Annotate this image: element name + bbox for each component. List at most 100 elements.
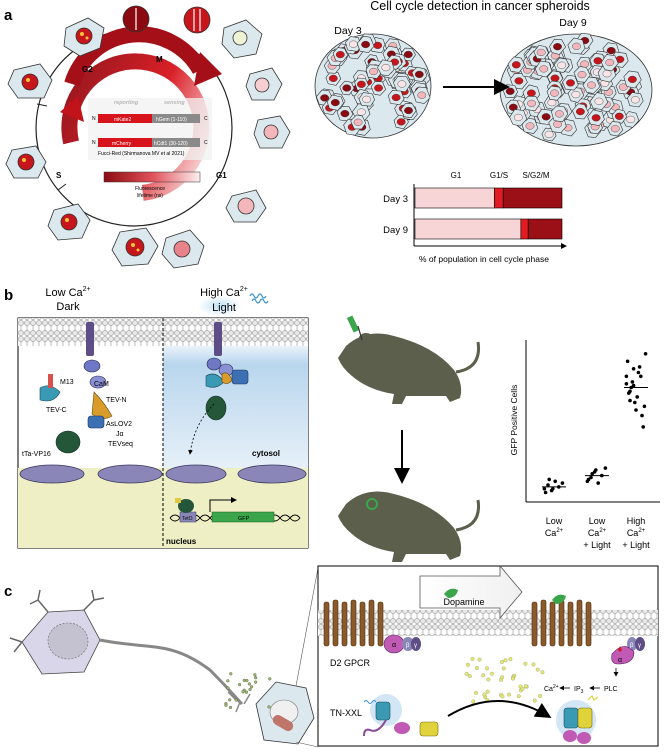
label-cytosol: cytosol: [252, 449, 280, 458]
cell-bottom-1: [161, 229, 205, 269]
scatter-category-0-line1: Low: [546, 516, 563, 526]
c-terminus-1: C: [204, 116, 208, 122]
inset-labels: D2 GPCR α β γ α β γ Ca2+ IP3 PLC TN-XXL: [330, 642, 641, 718]
cell-s-1: [47, 203, 91, 241]
g-gamma-label-left: γ: [414, 643, 417, 649]
zoom-line-bottom: [295, 741, 319, 748]
label-tevn: TEV-N: [106, 397, 127, 404]
scatter-category-1-line1: Low: [589, 516, 606, 526]
label-tta: tTa-VP16: [22, 451, 51, 458]
hcdt-box: [152, 138, 200, 147]
scatter-category-2-line2: Ca2+: [627, 528, 646, 538]
bar-1-2: [527, 218, 563, 240]
n-terminus-2: N: [92, 140, 96, 146]
scatter-points: [542, 352, 648, 495]
mouse-top: [338, 315, 481, 404]
zoom-line-top: [295, 567, 319, 687]
c-terminus-2: C: [204, 140, 208, 146]
g-gamma-label-right: γ: [638, 643, 641, 649]
g-alpha-label-left: α: [392, 642, 396, 649]
dopamine-molecule: [444, 588, 458, 598]
scatter-point-2-12: [627, 391, 631, 395]
scatter-point-0-7: [547, 477, 551, 482]
scatter-point-0-3: [553, 479, 557, 484]
spheroid-day3-label: Day 3: [334, 25, 362, 37]
label-teto: TetO: [182, 516, 193, 522]
scatter-point-1-8: [594, 468, 598, 472]
colorbar-label-1: Fluorescence: [135, 186, 165, 192]
cell-g1-4: [225, 189, 267, 223]
scatter-point-2-3: [635, 395, 639, 399]
label-m13: M13: [60, 379, 74, 386]
phase-m: M: [156, 55, 163, 64]
cell-m-2: [183, 6, 211, 34]
bar-header-s: S/G2/M: [522, 171, 549, 180]
scatter-point-0-8: [551, 487, 555, 491]
spheroid-day3: [314, 33, 432, 139]
scatter-point-2-13: [630, 380, 635, 384]
cell-g1-1: [221, 19, 263, 59]
scatter-category-0-line2: Ca2+: [545, 528, 564, 538]
scatter-point-2-0: [624, 382, 629, 386]
low-ca-title: Low Ca2+: [45, 286, 90, 299]
spheroid-day9-label: Day 9: [559, 17, 587, 29]
spheroid-day9: [499, 32, 653, 147]
dark-title: Dark: [56, 301, 80, 313]
phase-g1: G1: [216, 171, 227, 180]
cell-g1-2: [245, 67, 283, 101]
cell-g2-top: [63, 17, 105, 57]
colorbar-label-2: lifetime (ns): [137, 193, 163, 199]
cell-cycle-bar-chart: G1 G1/S S/G2/M Day 3 Day 9 % of populati…: [383, 171, 567, 264]
light-title: Light: [212, 302, 236, 314]
bar-series: [414, 187, 563, 240]
cell-s-3: [7, 63, 53, 99]
bar-xlabel: % of population in cell cycle phase: [419, 254, 549, 264]
scatter-point-2-18: [628, 398, 632, 403]
tnxxl-sensor-open: [363, 694, 439, 737]
tnxxl-sensor-bound: [556, 694, 599, 744]
dopamine-arrow: [419, 564, 523, 620]
bar-row-label-1: Day 9: [383, 225, 408, 236]
cell-g1-3: [253, 115, 291, 149]
scatter-point-2-5: [642, 404, 647, 409]
bar-header-g1s: G1/S: [490, 171, 508, 180]
scatter-point-2-10: [640, 413, 644, 418]
bar-0-1: [494, 187, 504, 209]
scatter-point-1-1: [589, 475, 593, 480]
postsynaptic-cell: [255, 681, 315, 745]
panel-b-label: b: [4, 287, 13, 304]
g-beta-label-right: β: [630, 643, 634, 649]
high-ca-title: High Ca2+: [200, 286, 248, 299]
ip3-label: IP3: [574, 686, 584, 695]
scatter-category-1-line2: Ca2+: [588, 528, 607, 538]
panel-a-title: Cell cycle detection in cancer spheroids: [370, 0, 590, 13]
mcherry-box: [98, 138, 152, 147]
label-tevc: TEV-C: [46, 407, 67, 414]
g-alpha-label-right: α: [618, 657, 622, 664]
hgem-box: [152, 114, 200, 123]
scatter-point-2-8: [633, 400, 637, 405]
cell-s-2: [5, 145, 47, 179]
mcherry-label: mCherry: [112, 141, 132, 147]
mkate2-box: [98, 114, 152, 123]
scatter-point-0-0: [542, 487, 547, 491]
cell-cycle-ring: [35, 26, 233, 227]
ca-labels: Low Ca2+ Dark High Ca2+ Light: [45, 286, 269, 316]
scatter-point-2-14: [634, 408, 638, 412]
scatter-ylabel: GFP Positive Cells: [509, 385, 519, 456]
scatter-category-1-line3: + Light: [583, 540, 611, 550]
neuron: [9, 589, 251, 713]
phase-g2: G2: [82, 65, 93, 74]
synaptic-vesicles: [224, 672, 272, 710]
scatter-point-2-15: [637, 365, 642, 369]
scatter-point-2-19: [631, 383, 636, 388]
light-wave-icon: [249, 293, 267, 299]
scatter-category-2-line3: + Light: [622, 540, 650, 550]
hgem-label: hGem (1-110): [156, 117, 187, 123]
phase-s: S: [56, 171, 62, 180]
bar-0-2: [502, 187, 563, 209]
mkate2-label: mKate2: [114, 117, 131, 123]
